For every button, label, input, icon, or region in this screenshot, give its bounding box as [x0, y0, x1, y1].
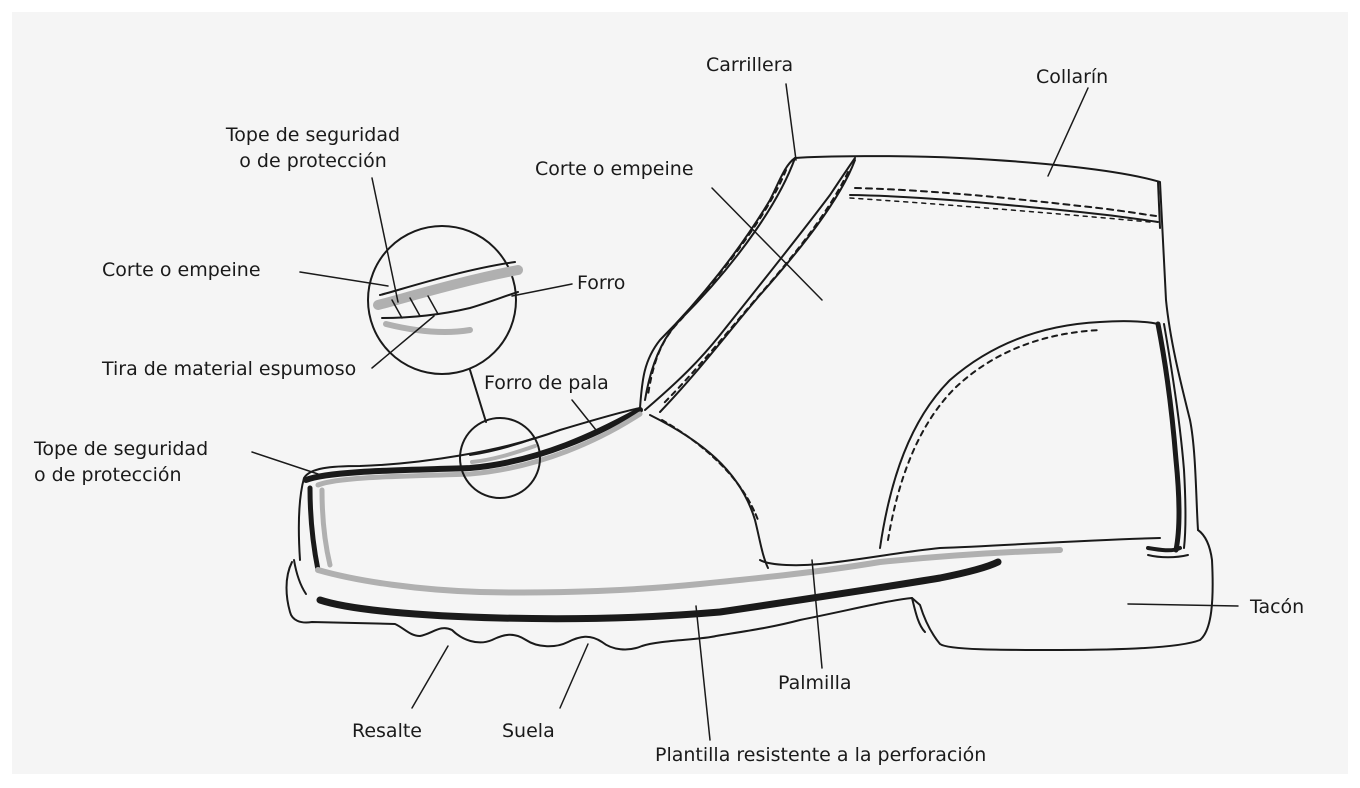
label-tacon: Tacón: [1250, 594, 1304, 620]
label-corte-main: Corte o empeine: [535, 156, 694, 182]
label-tope-zoom-line2: o de protección: [208, 148, 418, 174]
label-carrillera: Carrillera: [706, 52, 793, 78]
label-tope-main-line1: Tope de seguridad: [34, 436, 208, 462]
label-suela: Suela: [502, 718, 555, 744]
heel-counter: [880, 321, 1186, 550]
collar-band: [850, 182, 1160, 228]
label-forro: Forro: [577, 270, 625, 296]
label-forro-pala: Forro de pala: [484, 370, 609, 396]
vamp-seam: [650, 415, 1160, 568]
label-palmilla: Palmilla: [778, 670, 852, 696]
carrillera-strip: [645, 158, 855, 412]
label-tope-main: Tope de seguridad o de protección: [34, 436, 208, 488]
leader-lines: [252, 84, 1238, 740]
label-tope-zoom: Tope de seguridad o de protección: [208, 122, 418, 174]
label-resalte: Resalte: [352, 718, 422, 744]
label-plantilla: Plantilla resistente a la perforación: [655, 742, 986, 768]
label-collarin: Collarín: [1036, 64, 1108, 90]
label-tira: Tira de material espumoso: [102, 356, 356, 382]
label-tope-main-line2: o de protección: [34, 462, 208, 488]
toe-cap-layers: [306, 410, 1060, 619]
label-corte-zoom: Corte o empeine: [102, 257, 261, 283]
label-tope-zoom-line1: Tope de seguridad: [208, 122, 418, 148]
